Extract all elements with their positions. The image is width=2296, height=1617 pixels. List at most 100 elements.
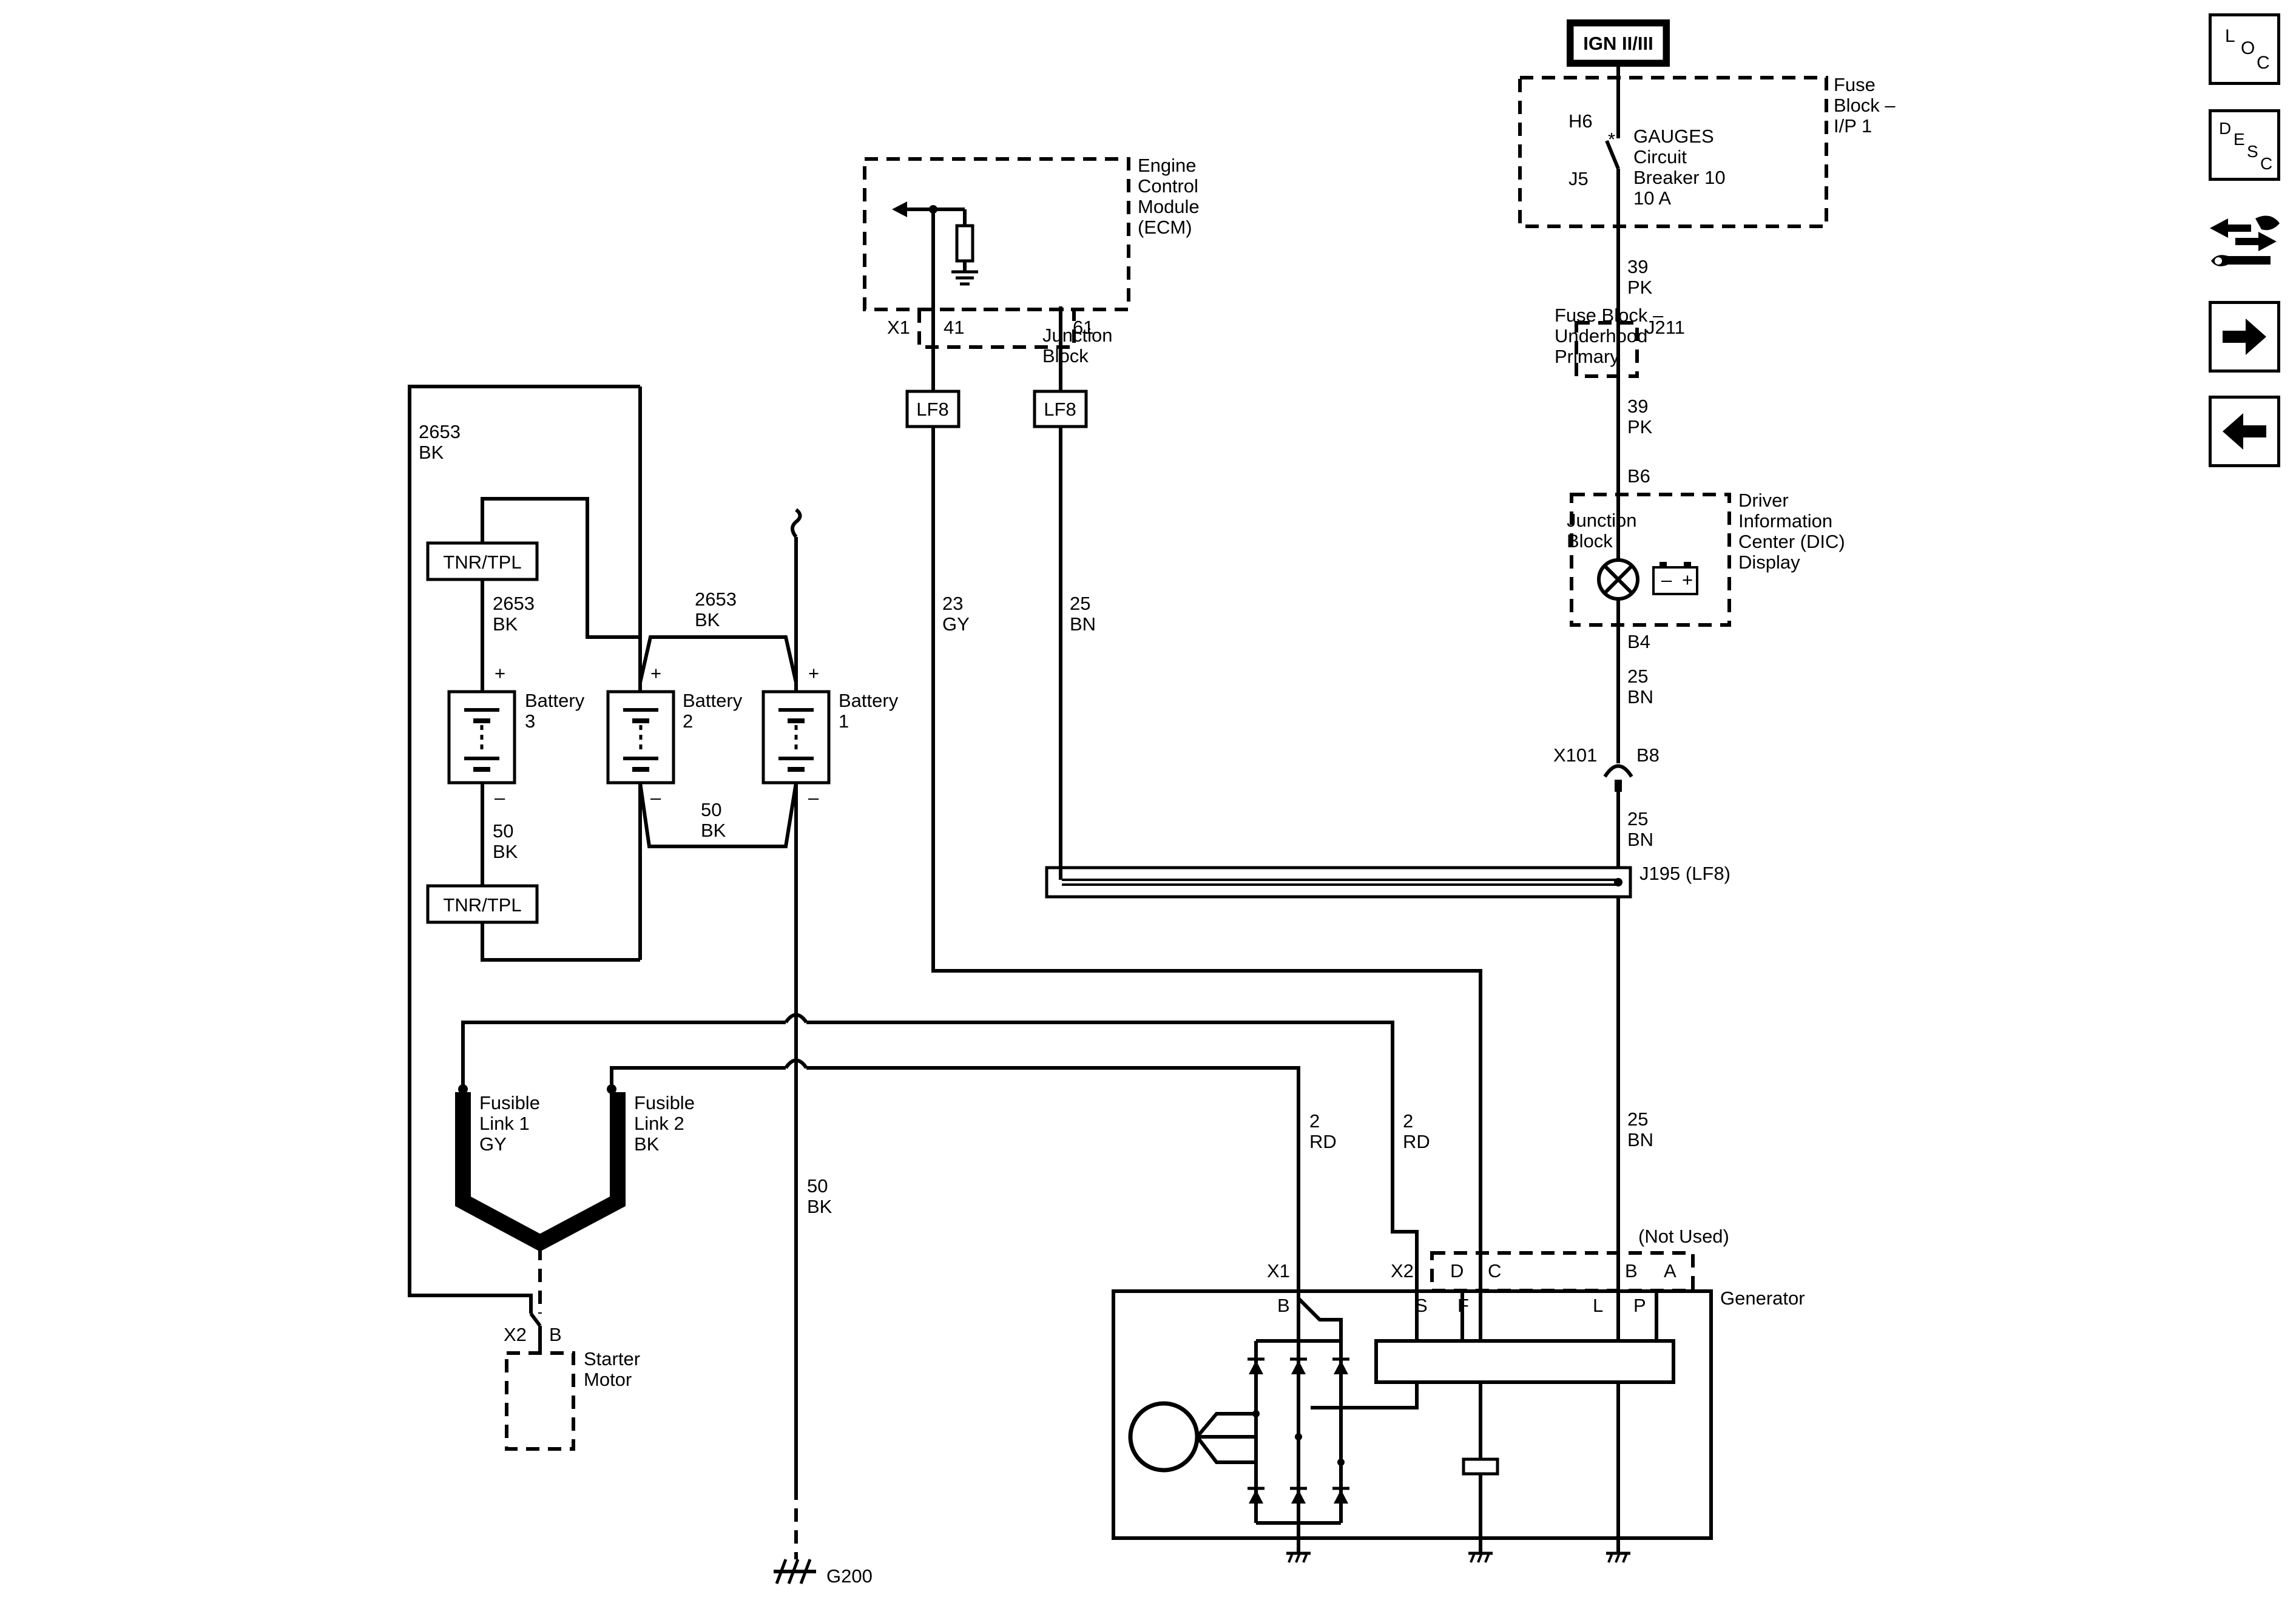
generator-pin-c: C — [1488, 1260, 1501, 1281]
connector-wrench-icon — [2210, 215, 2280, 266]
battery-2-minus: – — [650, 787, 661, 808]
ecm-pin-41: 41 — [944, 317, 964, 338]
x101-connector-icon — [1603, 763, 1633, 792]
battery-1-minus: – — [808, 787, 819, 808]
lf8-left-label: LF8 — [916, 399, 948, 420]
fusible-link-2-label: Fusible Link 2 BK — [634, 1092, 700, 1155]
tnr-top-box — [426, 541, 539, 581]
generator-name: Generator — [1720, 1288, 1805, 1309]
dic-name: Driver Information Center (DIC) Display — [1738, 490, 1850, 573]
fusible-link-1-label: Fusible Link 1 GY — [479, 1092, 545, 1155]
battery-indicator-icon: – + — [1652, 562, 1698, 595]
ecm-internal-driver — [892, 201, 978, 286]
previous-button[interactable] — [2209, 396, 2280, 467]
fuse-block-ip-boundary — [1518, 76, 1828, 228]
ground-g200-label: G200 — [826, 1565, 873, 1587]
ecm-pin-61: 61 — [1073, 317, 1093, 338]
battery-3 — [447, 690, 516, 785]
generator-inner-b: B — [1277, 1295, 1290, 1316]
generator-inner-p: P — [1633, 1295, 1646, 1316]
svg-text:L: L — [2225, 26, 2235, 46]
svg-text:O: O — [2241, 38, 2255, 58]
battery-3-plus: + — [495, 663, 505, 684]
generator-inner-l: L — [1593, 1295, 1603, 1316]
arrow-right-icon — [2223, 319, 2266, 355]
generator-x2: X2 — [1391, 1260, 1414, 1281]
ecm-name: Engine Control Module (ECM) — [1138, 155, 1204, 238]
generator-not-used: (Not Used) — [1638, 1226, 1729, 1247]
generator-pin-d: D — [1450, 1260, 1464, 1281]
rectifier-bridge-icon — [1248, 1339, 1349, 1525]
battery-1-plus: + — [808, 663, 819, 684]
generator-x1: X1 — [1267, 1260, 1290, 1281]
generator-x2-connector-boundary — [1430, 1251, 1695, 1292]
fuse-block-underhood-boundary — [1575, 321, 1639, 378]
dic-pin-b4: B4 — [1627, 631, 1650, 652]
loc-icon: L O C — [2225, 26, 2270, 73]
starter-connector: X2 — [504, 1324, 527, 1345]
loc-button[interactable]: L O C — [2209, 13, 2280, 85]
generator-pin-b: B — [1625, 1260, 1638, 1281]
x101-label: X101 — [1553, 744, 1597, 766]
tnr-top-label: TNR/TPL — [443, 552, 521, 573]
tnr-bottom-box — [426, 884, 539, 924]
j5-pin: J5 — [1568, 168, 1589, 189]
j211-splice: J211 — [1646, 317, 1685, 338]
next-button[interactable] — [2209, 301, 2280, 373]
h6-pin: H6 — [1568, 110, 1593, 132]
battery-2 — [606, 690, 675, 785]
svg-text:C: C — [2257, 53, 2270, 73]
svg-text:C: C — [2260, 154, 2272, 173]
tnr-bottom-label: TNR/TPL — [443, 894, 521, 916]
x101-pin: B8 — [1636, 744, 1660, 766]
generator-ground-icons — [1286, 1551, 1630, 1563]
j195-splice-pack — [1045, 866, 1632, 899]
battery-2-plus: + — [650, 663, 661, 684]
lf8-left-box — [905, 390, 961, 428]
ecm-boundary — [863, 157, 1130, 311]
lamp-icon — [1597, 558, 1639, 601]
gauges-breaker-label: GAUGES Circuit Breaker 10 10 A — [1633, 126, 1730, 209]
generator-pin-a: A — [1664, 1260, 1676, 1281]
ecm-connector-x1: X1 — [887, 317, 910, 338]
desc-button[interactable]: D E S C — [2209, 109, 2280, 181]
starter-motor-boundary — [505, 1351, 575, 1451]
starter-pin: B — [549, 1324, 562, 1345]
arrow-left-icon — [2223, 413, 2266, 450]
ground-g200-icon — [774, 1559, 816, 1584]
svg-text:E: E — [2234, 130, 2245, 149]
aux-bindings — [0, 0, 1, 1]
battery-1 — [761, 690, 831, 785]
dic-boundary — [1570, 493, 1731, 627]
lf8-right-box — [1033, 390, 1088, 428]
svg-text:–: – — [1661, 569, 1672, 590]
j195-label: J195 (LF8) — [1639, 863, 1730, 884]
svg-text:D: D — [2219, 119, 2231, 138]
field-coil-icon — [1462, 1457, 1499, 1476]
stator-icon — [1128, 1401, 1200, 1473]
lf8-right-label: LF8 — [1044, 399, 1076, 420]
svg-text:+: + — [1682, 569, 1693, 590]
connector-wrench-button[interactable] — [2204, 205, 2286, 277]
battery-3-minus: – — [495, 787, 505, 808]
